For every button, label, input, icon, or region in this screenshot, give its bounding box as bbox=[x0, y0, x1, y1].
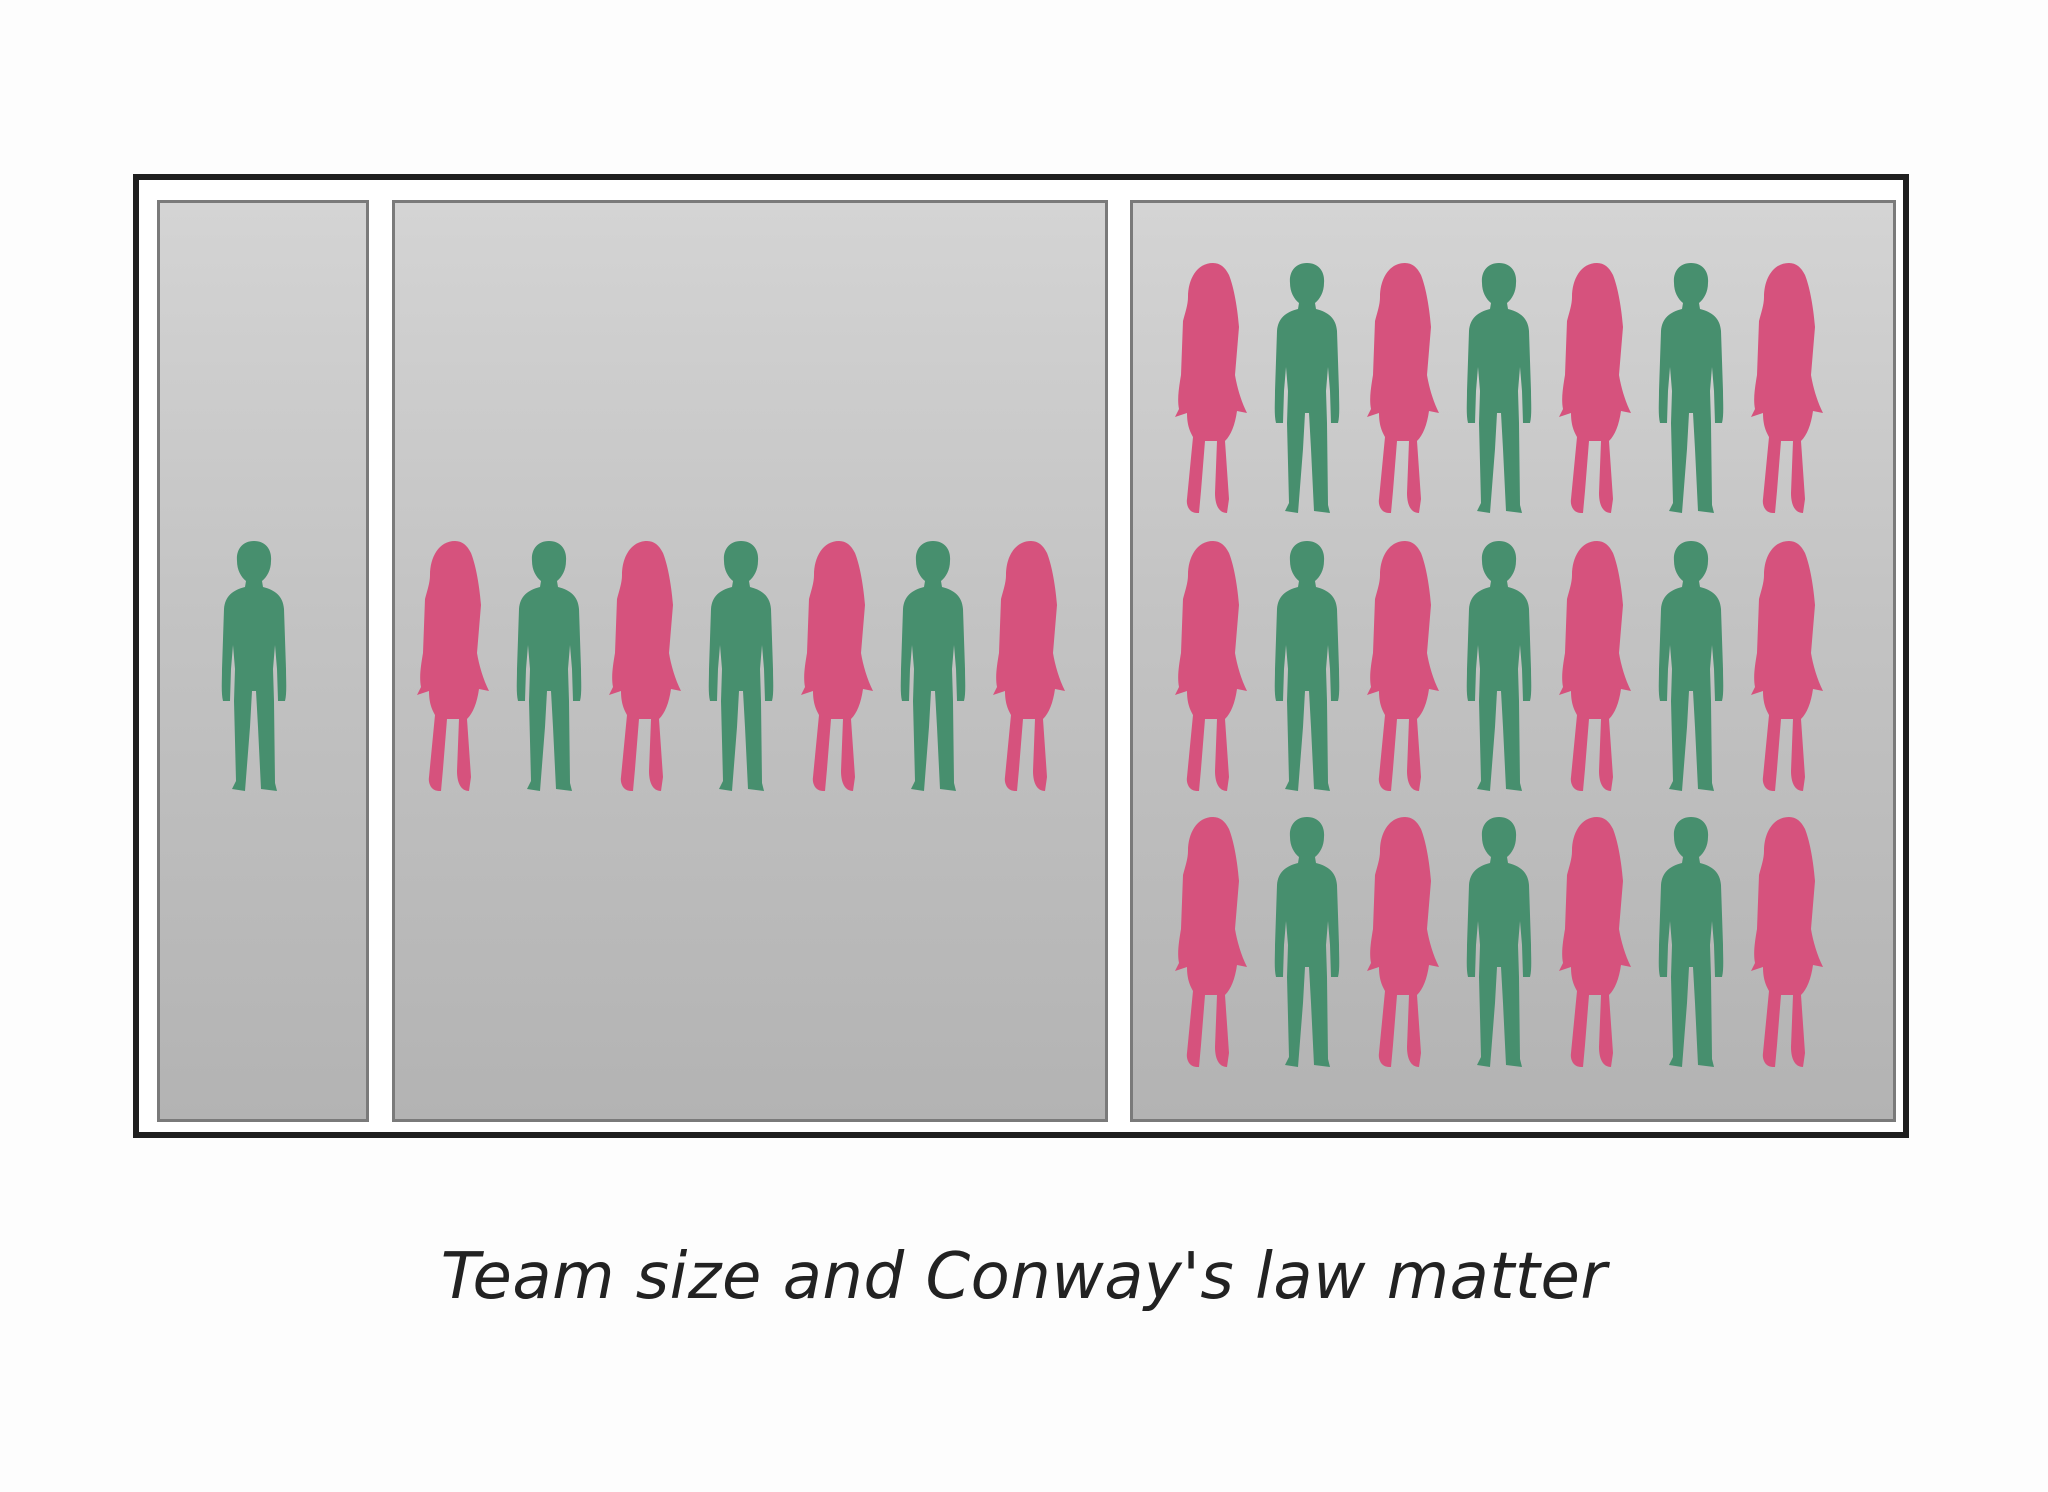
male-silhouette-icon bbox=[900, 541, 966, 791]
male-silhouette-icon bbox=[221, 541, 287, 791]
female-silhouette-icon bbox=[1367, 263, 1439, 513]
team-large-person-r3-c5 bbox=[1559, 817, 1631, 1067]
team-large-person-r3-c2 bbox=[1274, 817, 1340, 1067]
female-silhouette-icon bbox=[1367, 541, 1439, 791]
male-silhouette-icon bbox=[1658, 263, 1724, 513]
female-silhouette-icon bbox=[609, 541, 681, 791]
team-single-person-r1-c1 bbox=[221, 541, 287, 791]
team-panel-large bbox=[1130, 200, 1896, 1122]
team-large-person-r1-c5 bbox=[1559, 263, 1631, 513]
team-large-person-r3-c3 bbox=[1367, 817, 1439, 1067]
team-small-person-r1-c2 bbox=[516, 541, 582, 791]
team-large-person-r3-c4 bbox=[1466, 817, 1532, 1067]
female-silhouette-icon bbox=[801, 541, 873, 791]
female-silhouette-icon bbox=[1751, 817, 1823, 1067]
female-silhouette-icon bbox=[417, 541, 489, 791]
female-silhouette-icon bbox=[1559, 263, 1631, 513]
male-silhouette-icon bbox=[1466, 541, 1532, 791]
female-silhouette-icon bbox=[1751, 263, 1823, 513]
team-large-person-r2-c4 bbox=[1466, 541, 1532, 791]
diagram-caption: Team size and Conway's law matter bbox=[440, 1240, 1608, 1314]
team-small-figures bbox=[417, 541, 1065, 791]
team-large-person-r1-c4 bbox=[1466, 263, 1532, 513]
male-silhouette-icon bbox=[1466, 263, 1532, 513]
female-silhouette-icon bbox=[1175, 541, 1247, 791]
diagram-frame bbox=[133, 174, 1909, 1138]
team-small-person-r1-c1 bbox=[417, 541, 489, 791]
team-small-person-r1-c4 bbox=[708, 541, 774, 791]
team-large-person-r1-c1 bbox=[1175, 263, 1247, 513]
male-silhouette-icon bbox=[1274, 817, 1340, 1067]
male-silhouette-icon bbox=[1466, 817, 1532, 1067]
male-silhouette-icon bbox=[516, 541, 582, 791]
male-silhouette-icon bbox=[1274, 541, 1340, 791]
team-large-person-r1-c6 bbox=[1658, 263, 1724, 513]
female-silhouette-icon bbox=[1559, 541, 1631, 791]
team-small-person-r1-c3 bbox=[609, 541, 681, 791]
female-silhouette-icon bbox=[1175, 263, 1247, 513]
team-large-person-r2-c6 bbox=[1658, 541, 1724, 791]
team-small-person-r1-c5 bbox=[801, 541, 873, 791]
team-large-figures bbox=[1175, 263, 1823, 1067]
team-large-person-r2-c5 bbox=[1559, 541, 1631, 791]
female-silhouette-icon bbox=[1751, 541, 1823, 791]
team-large-person-r2-c7 bbox=[1751, 541, 1823, 791]
team-large-person-r1-c2 bbox=[1274, 263, 1340, 513]
team-large-person-r3-c7 bbox=[1751, 817, 1823, 1067]
team-large-person-r2-c3 bbox=[1367, 541, 1439, 791]
team-panel-single bbox=[157, 200, 369, 1122]
team-large-person-r2-c2 bbox=[1274, 541, 1340, 791]
female-silhouette-icon bbox=[993, 541, 1065, 791]
team-single-figures bbox=[221, 541, 287, 791]
male-silhouette-icon bbox=[708, 541, 774, 791]
team-large-person-r1-c7 bbox=[1751, 263, 1823, 513]
female-silhouette-icon bbox=[1367, 817, 1439, 1067]
team-large-person-r1-c3 bbox=[1367, 263, 1439, 513]
team-small-person-r1-c6 bbox=[900, 541, 966, 791]
female-silhouette-icon bbox=[1175, 817, 1247, 1067]
male-silhouette-icon bbox=[1658, 817, 1724, 1067]
team-large-person-r3-c6 bbox=[1658, 817, 1724, 1067]
female-silhouette-icon bbox=[1559, 817, 1631, 1067]
team-large-person-r2-c1 bbox=[1175, 541, 1247, 791]
male-silhouette-icon bbox=[1658, 541, 1724, 791]
team-small-person-r1-c7 bbox=[993, 541, 1065, 791]
male-silhouette-icon bbox=[1274, 263, 1340, 513]
team-panel-small bbox=[392, 200, 1108, 1122]
team-large-person-r3-c1 bbox=[1175, 817, 1247, 1067]
